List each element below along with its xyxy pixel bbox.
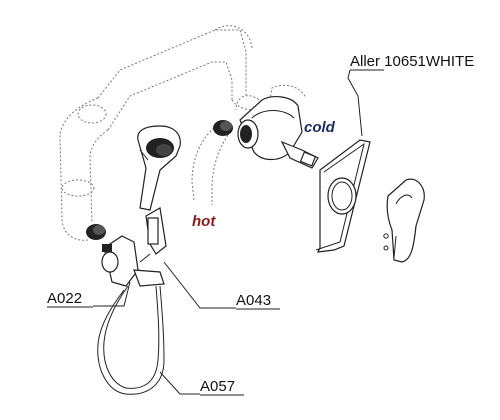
hot-label: hot <box>192 213 216 230</box>
pipe-end-upper-left <box>213 120 233 136</box>
pipe-end-lower-left <box>86 224 106 240</box>
wall-outlet-valve <box>101 235 165 287</box>
mixer-valve-body <box>237 96 319 169</box>
lever-handle <box>383 178 425 263</box>
pipe-network-dashed <box>59 25 307 241</box>
hand-shower <box>137 125 181 211</box>
shower-holder <box>145 207 167 255</box>
cover-plate <box>315 139 371 253</box>
cold-label: cold <box>304 119 336 136</box>
part-label-a057: A057 <box>200 378 235 395</box>
leader-lines <box>93 69 363 395</box>
product-label: Aller 10651WHITE <box>350 53 474 70</box>
shower-hose <box>97 285 165 395</box>
part-label-a043: A043 <box>236 292 271 309</box>
part-label-a022: A022 <box>47 290 82 307</box>
